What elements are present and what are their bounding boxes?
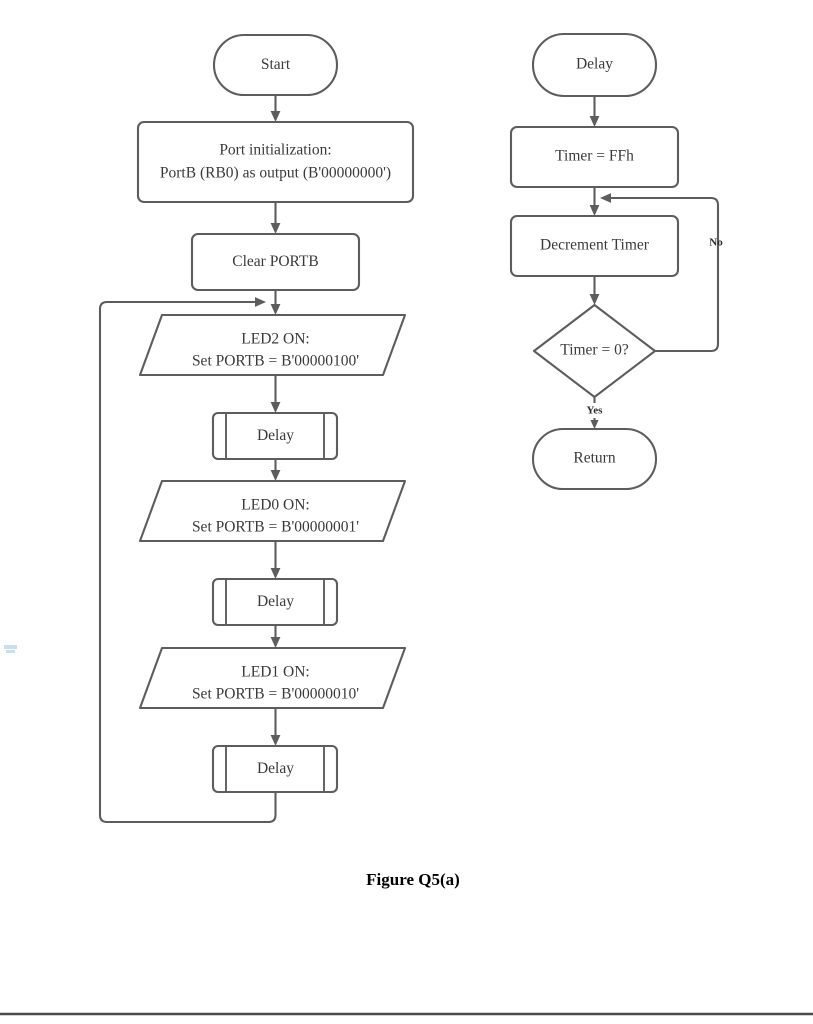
led0-on-label-line1: LED0 ON: [241,497,309,514]
connector-led0-to-delay2 [270,541,281,579]
timer-zero-label: Timer = 0? [560,342,629,359]
delay-1-label: Delay [257,427,294,444]
led2-on-label-line2: Set PORTB = B'00000100' [192,353,359,370]
delay-3-label: Delay [257,760,294,777]
node-decrement-timer: Decrement Timer [509,214,680,278]
connector-start-to-port-init [270,95,281,122]
arrow-left-icon [600,193,611,203]
arrow-down-icon [270,735,281,746]
led2-on-label-line1: LED2 ON: [241,331,309,348]
main-program-flow: Start Port initialization: PortB (RB0) a… [98,33,415,824]
connector-led2-to-delay1 [270,375,281,413]
node-port-init: Port initialization: PortB (RB0) as outp… [136,120,415,204]
led2-on-shape [138,313,407,377]
delay-entry-label: Delay [576,56,613,73]
port-init-label-line2: PortB (RB0) as output (B'00000000') [160,165,391,182]
decrement-timer-label: Decrement Timer [540,237,650,254]
node-led2-on: LED2 ON: Set PORTB = B'00000100' [138,313,407,377]
arrow-down-icon [589,205,600,216]
node-return: Return [531,427,658,491]
port-init-shape [136,120,415,204]
arrow-down-icon [270,111,281,122]
node-led0-on: LED0 ON: Set PORTB = B'00000001' [138,479,407,543]
no-branch-label: No [709,237,723,249]
arrow-down-icon [270,637,281,648]
arrow-down-icon [590,420,599,429]
led0-on-label-line2: Set PORTB = B'00000001' [192,519,359,536]
node-clear-portb: Clear PORTB [190,232,361,292]
connector-decrement-to-decision [589,276,600,305]
led1-on-shape [138,646,407,710]
connector-led1-to-delay3 [270,708,281,746]
arrow-down-icon [270,568,281,579]
led0-on-shape [138,479,407,543]
led1-on-label-line1: LED1 ON: [241,664,309,681]
connector-no-branch: No [600,193,723,353]
node-timer-init: Timer = FFh [509,125,680,189]
delay-subroutine-flow: Delay Timer = FFh Decrement Timer [509,32,723,491]
arrow-down-icon [270,470,281,481]
arrow-down-icon [270,402,281,413]
connector-port-init-to-clear-portb [270,202,281,234]
connector-delay2-to-led1 [270,625,281,648]
connector-timer-init-to-decrement [589,187,600,216]
return-shape [531,427,658,491]
port-init-label-line1: Port initialization: [219,142,331,159]
arrow-down-icon [589,116,600,127]
yes-branch-label: Yes [587,405,604,417]
arrow-down-icon [270,304,281,315]
node-delay-3: Delay [211,744,339,794]
node-delay-2: Delay [211,577,339,627]
page-margin-speck [4,645,17,653]
connector-loop-back-to-led2 [98,297,277,824]
led1-on-label-line2: Set PORTB = B'00000010' [192,686,359,703]
node-led1-on: LED1 ON: Set PORTB = B'00000010' [138,646,407,710]
delay-2-label: Delay [257,593,294,610]
clear-portb-label: Clear PORTB [232,253,318,270]
start-label: Start [261,56,291,73]
connector-clear-portb-to-led2 [270,290,281,315]
connector-yes-branch: Yes [587,397,604,429]
node-start: Start [212,33,339,97]
arrow-right-icon [255,297,266,307]
node-delay-1: Delay [211,411,339,461]
arrow-down-icon [270,223,281,234]
figure-caption: Figure Q5(a) [366,870,460,889]
connector-delay-entry-to-timer-init [589,96,600,127]
connector-delay1-to-led0 [270,459,281,481]
timer-init-label: Timer = FFh [555,148,634,165]
node-delay-entry: Delay [531,32,658,98]
arrow-down-icon [589,294,600,305]
return-label: Return [573,450,615,467]
node-timer-zero-decision: Timer = 0? [532,303,657,399]
